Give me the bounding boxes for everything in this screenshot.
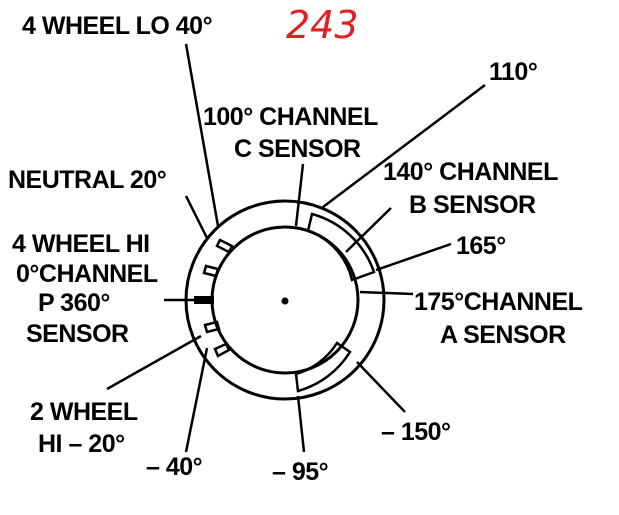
sensor-windows — [294, 212, 376, 393]
label-a-sensor-line1: 175°CHANNEL — [414, 288, 583, 316]
center-hub — [281, 297, 289, 305]
label-165: 165° — [456, 232, 506, 260]
leader-110 — [322, 84, 486, 208]
label-minus-150: – 150° — [381, 418, 451, 446]
label-minus-95: – 95° — [272, 458, 328, 486]
leader-minus-150 — [356, 361, 406, 413]
slot-neutral — [202, 264, 220, 278]
leader-lines — [106, 43, 486, 453]
labels: 4 WHEEL LO 40° 100° CHANNEL C SENSOR 110… — [8, 12, 583, 486]
label-4wheel-lo: 4 WHEEL LO 40° — [22, 12, 212, 40]
leader-minus-40 — [184, 347, 209, 453]
slot-minus-40 — [213, 342, 231, 358]
leader-neutral — [184, 195, 209, 239]
leader-165 — [375, 242, 452, 272]
label-a-sensor-line2: A SENSOR — [440, 321, 566, 349]
leader-b-sensor — [345, 207, 392, 253]
label-b-sensor-line2: B SENSOR — [409, 191, 536, 219]
leader-c-sensor — [294, 163, 305, 227]
a-sensor-window — [294, 341, 352, 393]
slot-4wheel-hi — [194, 296, 214, 304]
label-110: 110° — [489, 58, 537, 86]
position-slots — [194, 238, 234, 358]
encoder-disc — [184, 199, 386, 401]
label-4wheel-hi-line3: P 360° — [38, 289, 110, 317]
label-minus-40: – 40° — [146, 453, 202, 481]
page-number-annotation: 243 — [286, 3, 359, 47]
leader-a-sensor — [359, 290, 414, 296]
leader-2wheel-hi — [106, 334, 202, 391]
label-4wheel-hi-line4: SENSOR — [26, 320, 129, 348]
label-4wheel-hi-line1: 4 WHEEL HI — [12, 230, 150, 258]
label-2wheel-hi-line1: 2 WHEEL — [30, 398, 138, 426]
label-neutral: NEUTRAL 20° — [8, 166, 166, 194]
label-2wheel-hi-line2: HI – 20° — [38, 430, 125, 458]
leader-minus-95 — [296, 395, 306, 453]
slot-4wheel-lo — [215, 238, 234, 254]
label-b-sensor-line1: 140° CHANNEL — [383, 158, 558, 186]
leader-4wheel-lo — [184, 43, 220, 227]
label-c-sensor-line2: C SENSOR — [234, 135, 361, 163]
b-sensor-window — [306, 212, 376, 282]
label-4wheel-hi-line2: 0°CHANNEL — [16, 260, 158, 288]
label-c-sensor-line1: 100° CHANNEL — [203, 103, 378, 131]
slot-2wheel-hi — [203, 320, 221, 334]
